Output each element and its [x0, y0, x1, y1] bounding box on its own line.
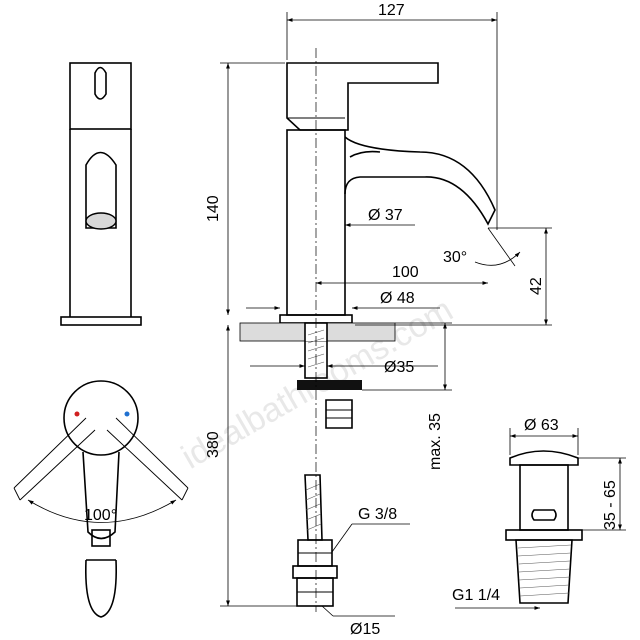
dim-base-dia: Ø 48	[246, 290, 440, 310]
dim-spout-reach-label: 100	[392, 264, 419, 281]
dim-waste-thread: G1 1/4	[452, 587, 540, 610]
dim-height-total-label: 140	[205, 195, 222, 222]
dim-deck-thickness: max. 35	[362, 322, 452, 470]
dim-body-dia: Ø 37	[345, 207, 415, 227]
fixing-nut	[297, 380, 362, 390]
dim-spout-angle-label: 30°	[443, 249, 467, 266]
dim-hole-dia-label: Ø35	[384, 359, 414, 376]
dim-width-total: 127	[286, 2, 498, 230]
dim-waste-dia: Ø 63	[509, 417, 579, 455]
dim-width-total-label: 127	[378, 2, 405, 19]
dim-waste-height: 35 - 65	[578, 457, 626, 531]
dim-hose-thread-label: G 3/8	[358, 506, 397, 523]
dim-deck-thickness-label: max. 35	[427, 413, 444, 470]
dim-hose-thread: G 3/8	[331, 506, 410, 553]
dim-hose-dia: Ø15	[321, 605, 395, 638]
dim-waste-height-label: 35 - 65	[602, 480, 619, 530]
dim-base-dia-label: Ø 48	[380, 290, 415, 307]
dim-hole-dia: Ø35	[250, 359, 438, 376]
handle-rotation-label: 100°	[84, 507, 117, 524]
dim-spout-height-label: 42	[528, 277, 545, 295]
dim-spout-reach: 100	[316, 264, 488, 285]
cold-indicator-icon	[124, 411, 130, 417]
dim-body-dia-label: Ø 37	[368, 207, 403, 224]
dim-hose-length: 380	[205, 325, 297, 607]
dim-spout-height: 42	[355, 228, 552, 326]
dim-height-total: 140	[205, 62, 285, 315]
dim-waste-thread-label: G1 1/4	[452, 587, 500, 604]
dim-spout-angle: 30°	[443, 227, 552, 267]
side-view	[239, 48, 496, 612]
dim-hose-length-label: 380	[205, 431, 222, 458]
dim-waste-dia-label: Ø 63	[524, 417, 559, 434]
hot-indicator-icon	[74, 411, 80, 417]
top-view: 100°	[13, 380, 189, 618]
waste-view	[505, 450, 583, 604]
dim-hose-dia-label: Ø15	[350, 621, 380, 638]
front-view	[60, 62, 142, 326]
